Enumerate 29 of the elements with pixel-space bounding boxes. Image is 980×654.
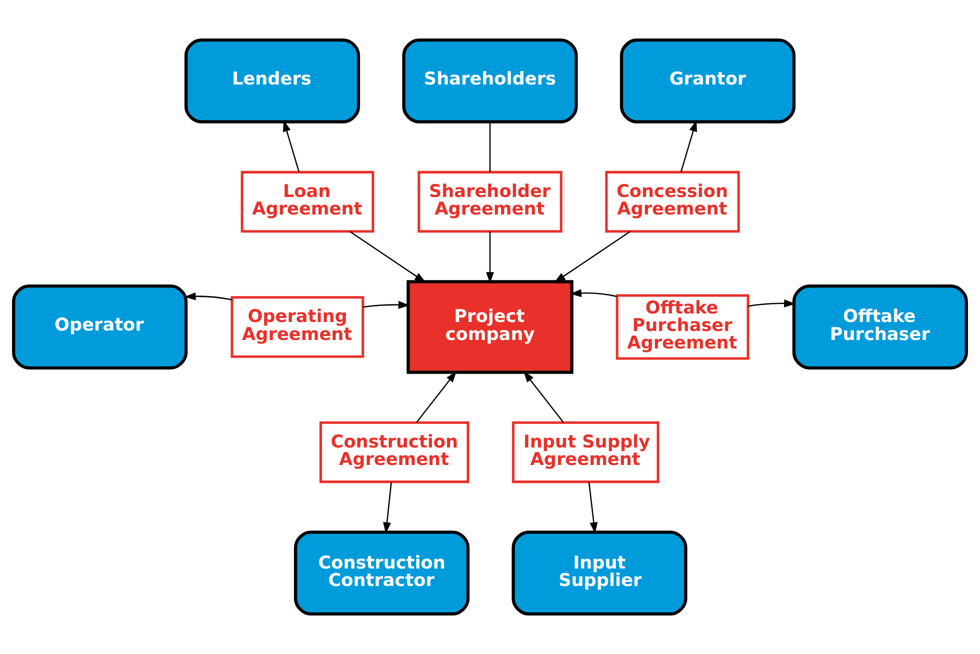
node-box: Loan Agreement: [240, 170, 374, 233]
arrow: [570, 289, 618, 298]
node-box: Grantor: [620, 38, 796, 124]
arrow: [748, 299, 796, 308]
node-box: Operator: [12, 284, 188, 370]
arrow: [363, 300, 410, 309]
node-box: Construction Contractor: [294, 530, 470, 616]
arrow: [184, 292, 232, 300]
arrow: [486, 231, 494, 284]
arrow: [416, 371, 457, 423]
node-box: Project company: [406, 280, 574, 374]
node-box: Concession Agreement: [605, 170, 740, 233]
arrow: [554, 230, 631, 283]
node-box: Construction Agreement: [319, 421, 470, 484]
node-box: Offtake Purchaser: [792, 284, 968, 370]
arrow: [523, 371, 564, 423]
node-box: Input Supplier: [512, 530, 688, 616]
node-box: Shareholder Agreement: [418, 170, 562, 233]
node-box: Lenders: [184, 38, 360, 124]
node-box: Shareholders: [402, 38, 578, 124]
node-box: Input Supply Agreement: [512, 421, 660, 484]
arrow: [282, 120, 300, 172]
arrow: [349, 230, 426, 283]
node-box: Offtake Purchaser Agreement: [616, 294, 750, 360]
arrow: [383, 482, 392, 534]
connector: [489, 122, 491, 172]
node-box: Operating Agreement: [230, 296, 364, 358]
arrow: [680, 120, 698, 172]
arrow: [588, 482, 598, 534]
